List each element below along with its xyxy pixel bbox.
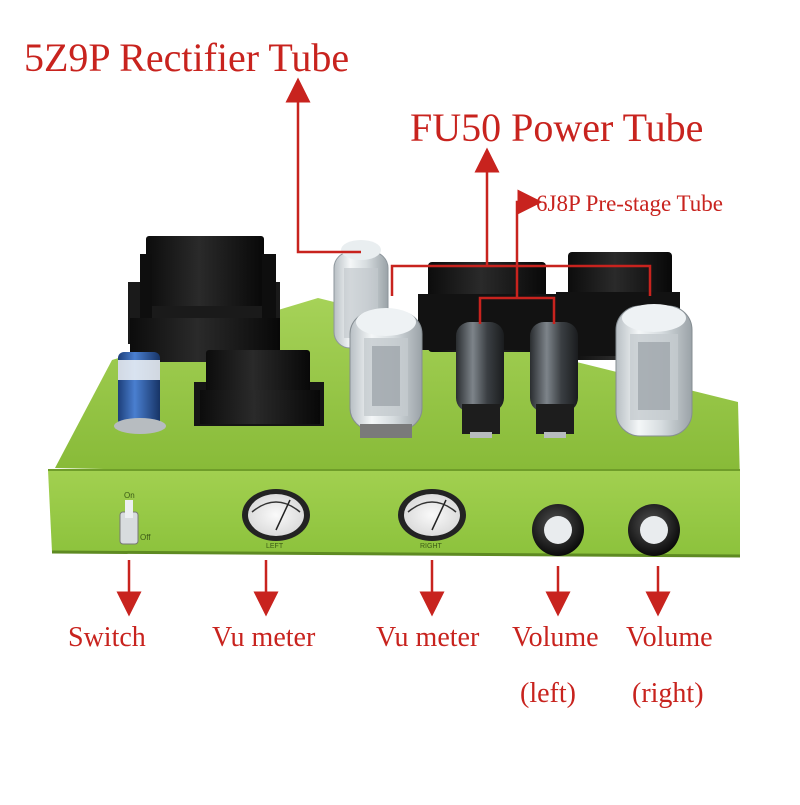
volume-knob-left [532, 504, 584, 556]
label-volume-left-sub: (left) [520, 678, 576, 709]
label-power-tube: FU50 Power Tube [410, 105, 704, 150]
label-volume-right: Volume [626, 622, 713, 653]
arrow-prestage-up [515, 189, 543, 298]
arrow-power [390, 264, 652, 296]
power-tube-left [349, 308, 423, 438]
switch-off-print: Off [140, 533, 151, 542]
choke-transformer [194, 350, 324, 426]
label-vu-meter-right: Vu meter [376, 622, 480, 653]
vu-meter-right-dial [398, 489, 466, 541]
label-rectifier-tube: 5Z9P Rectifier Tube [24, 35, 350, 80]
switch-on-print: On [124, 491, 135, 500]
power-transformer [128, 236, 280, 362]
label-switch: Switch [68, 622, 146, 653]
vu-meter-left-dial [242, 489, 310, 541]
callout-arrows [116, 77, 671, 617]
arrow-rectifier [285, 77, 361, 254]
volume-knob-right [628, 504, 680, 556]
filter-capacitor [114, 352, 166, 434]
label-prestage-tube: 6J8P Pre-stage Tube [536, 191, 723, 216]
label-volume-left: Volume [512, 622, 599, 653]
power-switch [119, 500, 139, 545]
meter-left-caption: LEFT [266, 543, 284, 550]
prestage-tube-left [456, 322, 504, 438]
prestage-tube-right [530, 322, 578, 438]
label-volume-right-sub: (right) [632, 678, 704, 709]
meter-right-caption: RIGHT [420, 543, 443, 550]
power-tube-right [615, 304, 693, 437]
label-vu-meter-left: Vu meter [212, 622, 316, 653]
